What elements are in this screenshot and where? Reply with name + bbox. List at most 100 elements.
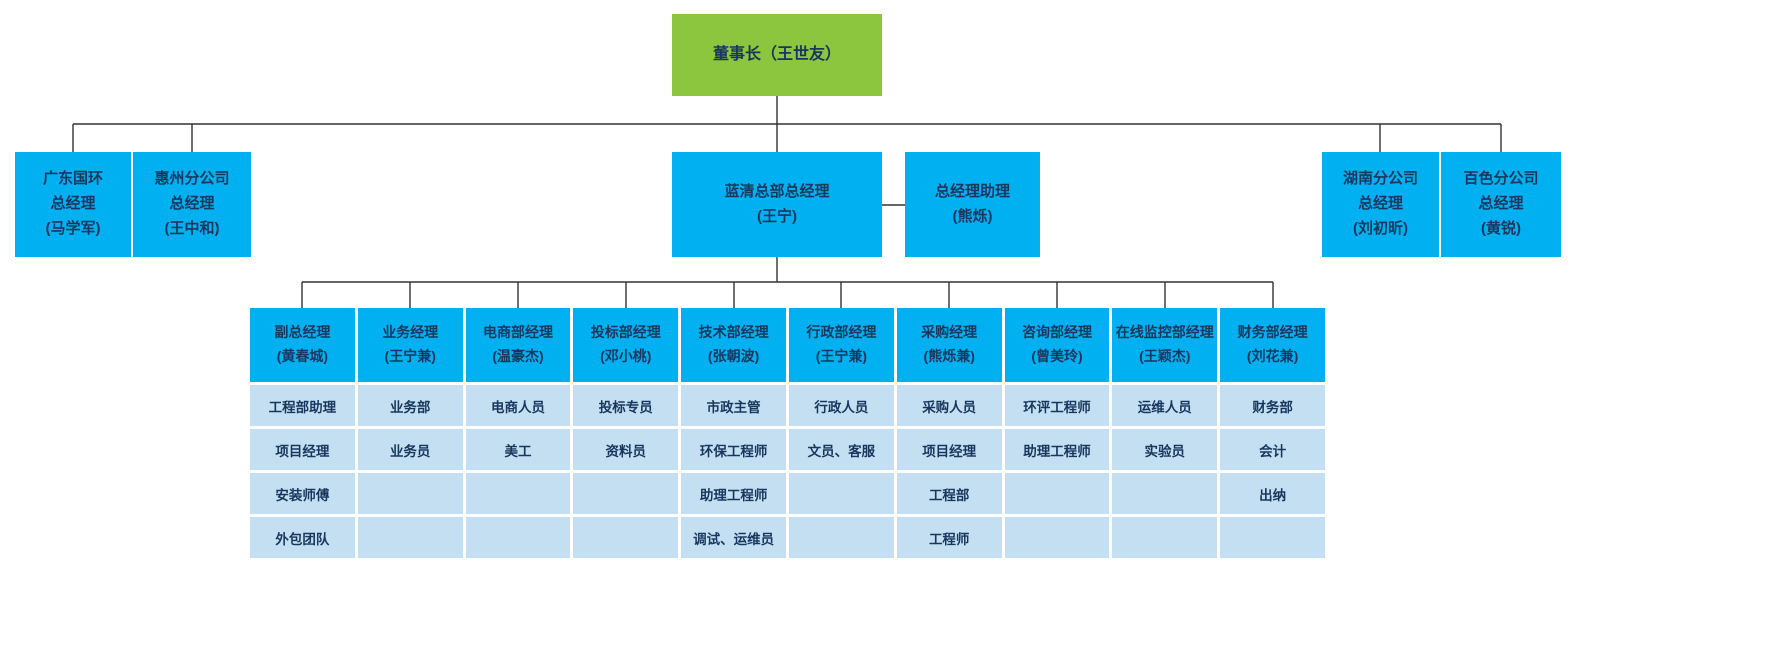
staff-label: 运维人员 [1137, 399, 1192, 415]
staff-cell [573, 473, 679, 514]
staff-label: 项目经理 [275, 443, 330, 459]
dept-header: 投标部经理 (邓小桃) [573, 308, 679, 382]
dept-title: 副总经理 [274, 324, 331, 341]
staff-cell [789, 473, 894, 514]
node-label: (王宁) [757, 207, 797, 225]
dept-header: 在线监控部经理(王颖杰) [1112, 308, 1218, 382]
staff-cell: 环评工程师 [1004, 385, 1110, 426]
staff-cell [573, 517, 679, 558]
staff-cell: 文员、客服 [789, 429, 894, 470]
node-label: 总经理 [169, 195, 215, 213]
staff-cell: 工程师 [896, 517, 1002, 558]
dept-header: 行政部经理 (王宁兼) [789, 308, 894, 382]
staff-cell: 外包团队 [250, 517, 355, 558]
staff-cell: 业务部 [357, 385, 463, 426]
dept-title: 咨询部经理 [1021, 324, 1092, 341]
staff-label: 电商人员 [490, 399, 545, 415]
node-label: 总经理 [50, 195, 96, 213]
staff-label: 环保工程师 [699, 443, 768, 459]
node-label: 湖南分公司 [1342, 170, 1418, 188]
staff-label: 安装师傅 [275, 487, 330, 503]
staff-cell: 投标专员 [573, 385, 679, 426]
staff-label: 工程部 [928, 487, 970, 503]
dept-header: 技术部经理(张朝波) [681, 308, 786, 382]
node-lanqing-hq-gm: 蓝清总部总经理 (王宁) [672, 152, 882, 257]
node-label: (马学军) [45, 219, 101, 237]
staff-label: 投标专员 [598, 399, 653, 415]
staff-label: 调试、运维员 [693, 531, 775, 547]
staff-label: 出纳 [1259, 487, 1287, 503]
node-label: (熊烁) [952, 207, 993, 225]
node-label: 总经理 [1357, 195, 1403, 213]
dept-title: 业务经理 [382, 324, 439, 341]
node-label: (王中和) [164, 219, 220, 237]
staff-cell [357, 517, 463, 558]
dept-manager-name: (王宁兼) [384, 348, 436, 364]
staff-label: 项目经理 [922, 443, 977, 459]
node-label: (刘初昕) [1353, 219, 1408, 237]
staff-label: 业务员 [389, 443, 431, 459]
dept-manager-name: (熊烁兼) [923, 348, 975, 364]
staff-label: 工程师 [928, 531, 970, 547]
staff-cell: 行政人员 [789, 385, 894, 426]
staff-cell: 会计 [1220, 429, 1325, 470]
staff-label: 财务部 [1252, 399, 1293, 415]
dept-manager-name: (曾美玲) [1031, 348, 1083, 364]
staff-cell [465, 473, 571, 514]
staff-cell [1004, 517, 1110, 558]
dept-title: 投标部经理 [590, 324, 661, 341]
dept-manager-name: (王宁兼) [815, 348, 868, 364]
staff-label: 实验员 [1144, 443, 1186, 459]
staff-cell: 实验员 [1112, 429, 1218, 470]
staff-cell: 工程部助理 [250, 385, 355, 426]
staff-cell [1112, 517, 1218, 558]
chairman-node: 董事长（王世友） [672, 14, 882, 96]
node-gm-assistant: 总经理助理 (熊烁) [905, 152, 1040, 257]
staff-cell [465, 517, 571, 558]
dept-title: 行政部经理 [806, 324, 877, 341]
staff-cell: 美工 [465, 429, 571, 470]
staff-cell: 出纳 [1220, 473, 1325, 514]
node-hunan-branch: 湖南分公司 总经理 (刘初昕) [1322, 152, 1439, 257]
dept-header: 咨询部经理 (曾美玲) [1004, 308, 1110, 382]
node-label: 蓝清总部总经理 [724, 182, 830, 200]
staff-cell: 资料员 [573, 429, 679, 470]
staff-cell: 项目经理 [896, 429, 1002, 470]
staff-cell: 业务员 [357, 429, 463, 470]
dept-manager-name: (温豪杰) [492, 348, 544, 364]
node-baise-branch: 百色分公司 总经理 (黄锐) [1441, 152, 1561, 257]
node-label: 惠州分公司 [154, 170, 230, 188]
staff-label: 助理工程师 [1023, 443, 1091, 459]
staff-label: 外包团队 [275, 531, 330, 547]
staff-cell: 市政主管 [681, 385, 786, 426]
chairman-label: 董事长（王世友） [712, 45, 841, 63]
staff-cell [1112, 473, 1218, 514]
staff-label: 行政人员 [814, 399, 869, 415]
dept-manager-name: (王颖杰) [1139, 348, 1191, 364]
node-label: 总经理助理 [934, 182, 1010, 200]
staff-label: 工程部助理 [268, 399, 337, 415]
dept-manager-name: (刘花兼) [1246, 348, 1299, 364]
staff-label: 环评工程师 [1023, 399, 1091, 415]
staff-label: 资料员 [605, 443, 647, 459]
dept-header: 副总经理 (黄春城) [250, 308, 355, 382]
staff-cell: 财务部 [1220, 385, 1325, 426]
staff-cell: 调试、运维员 [681, 517, 786, 558]
staff-cell: 工程部 [896, 473, 1002, 514]
staff-cell: 助理工程师 [681, 473, 786, 514]
staff-label: 会计 [1259, 443, 1287, 459]
staff-label: 业务部 [389, 399, 431, 415]
node-huizhou-branch: 惠州分公司 总经理 (王中和) [133, 152, 251, 257]
dept-header: 财务部经理(刘花兼) [1220, 308, 1325, 382]
staff-cell [1220, 517, 1325, 558]
dept-header: 采购经理(熊烁兼) [896, 308, 1002, 382]
dept-manager-name: (邓小桃) [600, 348, 652, 364]
dept-manager-name: (黄春城) [276, 348, 329, 364]
staff-cell [357, 473, 463, 514]
staff-cell [1004, 473, 1110, 514]
dept-header: 业务经理 (王宁兼) [357, 308, 463, 382]
dept-header: 电商部经理(温豪杰) [465, 308, 571, 382]
staff-cell: 电商人员 [465, 385, 571, 426]
staff-label: 采购人员 [922, 399, 977, 415]
